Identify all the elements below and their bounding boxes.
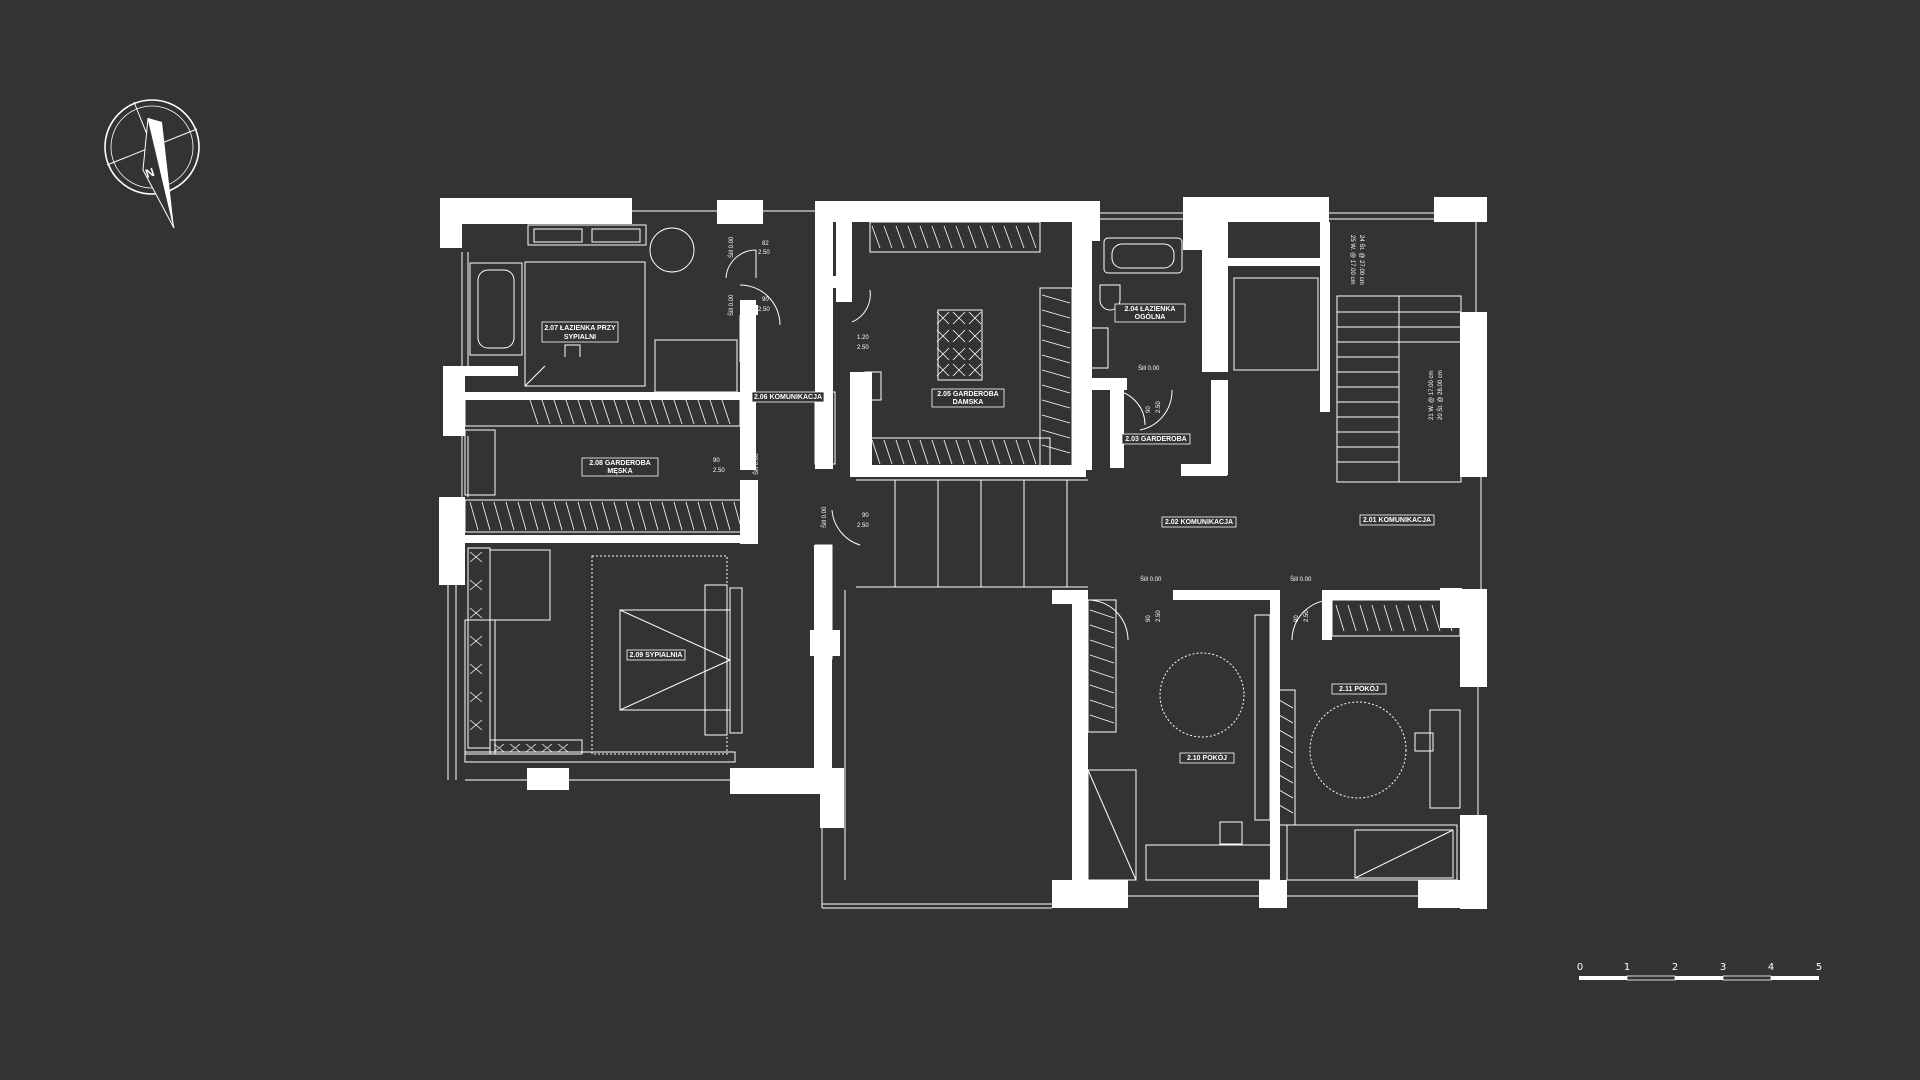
room-label-2-08: 2.08 GARDEROBA MĘSKA xyxy=(581,457,659,477)
room-label-2-05: 2.05 GARDEROBA DAMSKA xyxy=(931,388,1005,408)
door-dim-7-sill: Śill 0.00 xyxy=(1140,575,1162,583)
room-label-2-02: 2.02 KOMUNIKACJA xyxy=(1161,516,1237,528)
scale-label-2: 2 xyxy=(1672,962,1678,973)
door-dim-3-width: 1.20 xyxy=(857,335,869,341)
door-dim-5-height: 2.50 xyxy=(857,523,869,529)
room-label-2-01-line1: 2.01 KOMUNIKACJA xyxy=(1363,517,1431,524)
door-dim-2-width: 90 xyxy=(762,297,769,303)
room-label-2-07-line1: 2.07 ŁAZIENKA PRZY xyxy=(544,325,616,332)
room-label-2-06-line1: 2.06 KOMUNIKACJA xyxy=(754,394,822,401)
room-label-2-04-line1: 2.04 ŁAZIENKA xyxy=(1125,306,1176,313)
room-label-2-10: 2.10 POKÓJ xyxy=(1179,752,1235,764)
walls xyxy=(439,197,1487,909)
plan-lines xyxy=(447,210,1482,909)
door-dim-6-height: 2.50 xyxy=(1156,401,1162,413)
door-dimensions: Śill 0.00 82 2.50 Śill 0.00 90 2.50 Śill… xyxy=(713,236,1312,622)
scale-label-0: 0 xyxy=(1577,962,1583,973)
room-label-2-05-line1: 2.05 GARDEROBA xyxy=(937,391,998,398)
room-label-2-04: 2.04 ŁAZIENKA OGÓLNA xyxy=(1114,303,1186,323)
door-dim-3-sill: Śill 0.00 xyxy=(820,333,828,355)
stair-upper-risers: 25 W. @ 17.00 cm xyxy=(1349,235,1355,284)
door-dim-8-width: 90 xyxy=(1294,615,1300,622)
room-label-2-08-line2: MĘSKA xyxy=(607,468,632,475)
door-dim-4-width: 90 xyxy=(713,458,720,464)
room-labels: 2.07 ŁAZIENKA PRZY SYPIALNI 2.08 GARDERO… xyxy=(541,303,1435,764)
door-dim-1-height: 2.50 xyxy=(758,250,770,256)
door-dim-1-width: 82 xyxy=(762,241,769,247)
scale-bar: 0 1 2 3 4 5 xyxy=(1577,962,1822,981)
door-dim-2-height: 2.50 xyxy=(758,307,770,313)
stair-upper-treads: 24 Śt. @ 27.00 cm xyxy=(1358,235,1366,285)
scale-label-3: 3 xyxy=(1720,962,1726,973)
door-dim-8-height: 2.50 xyxy=(1304,610,1310,622)
room-label-2-01: 2.01 KOMUNIKACJA xyxy=(1359,514,1435,526)
room-label-2-04-line2: OGÓLNA xyxy=(1135,312,1166,321)
room-label-2-02-line1: 2.02 KOMUNIKACJA xyxy=(1165,519,1233,526)
room-label-2-07-line2: SYPIALNI xyxy=(564,334,596,341)
scale-label-1: 1 xyxy=(1624,962,1630,973)
scale-label-4: 4 xyxy=(1768,962,1774,973)
stair-annotations: 25 W. @ 17.00 cm 24 Śt. @ 27.00 cm 21 W.… xyxy=(1349,235,1444,420)
door-dim-6-width: 90 xyxy=(1146,406,1152,413)
room-label-2-11-line1: 2.11 POKÓJ xyxy=(1339,684,1379,693)
room-label-2-03-line1: 2.03 GARDEROBA xyxy=(1125,436,1186,443)
door-dim-1-sill: Śill 0.00 xyxy=(727,236,735,258)
room-label-2-10-line1: 2.10 POKÓJ xyxy=(1187,753,1227,762)
door-dim-5-sill: Śill 0.00 xyxy=(820,506,828,528)
room-label-2-06: 2.06 KOMUNIKACJA xyxy=(751,391,825,403)
door-dim-3-height: 2.50 xyxy=(857,345,869,351)
room-label-2-09-line1: 2.09 SYPIALNIA xyxy=(630,652,683,659)
room-label-2-09: 2.09 SYPIALNIA xyxy=(626,649,686,661)
room-label-2-07: 2.07 ŁAZIENKA PRZY SYPIALNI xyxy=(541,321,619,343)
scale-label-5: 5 xyxy=(1816,962,1822,973)
door-dim-6-sill: Śill 0.00 xyxy=(1138,364,1160,372)
door-dim-8-sill: Śill 0.00 xyxy=(1290,575,1312,583)
closet-hangers xyxy=(469,225,1453,814)
door-dim-2-sill: Śill 0.00 xyxy=(727,294,735,316)
door-dim-4-sill: Śill 0.00 xyxy=(752,453,760,475)
door-dim-5-width: 90 xyxy=(862,513,869,519)
room-label-2-05-line2: DAMSKA xyxy=(953,399,984,406)
room-label-2-03: 2.03 GARDEROBA xyxy=(1121,433,1191,445)
compass-north-label: N xyxy=(144,165,157,181)
stair-lower-risers: 21 W. @ 17.00 cm xyxy=(1429,371,1435,420)
door-dim-7-width: 90 xyxy=(1146,615,1152,622)
stair-lower-treads: 20 Śt. @ 28.00 cm xyxy=(1436,370,1444,420)
door-dim-7-height: 2.50 xyxy=(1156,610,1162,622)
room-label-2-08-line1: 2.08 GARDEROBA xyxy=(589,460,650,467)
room-label-2-11: 2.11 POKÓJ xyxy=(1331,683,1387,695)
compass-icon: N xyxy=(104,99,200,229)
door-dim-4-height: 2.50 xyxy=(713,468,725,474)
